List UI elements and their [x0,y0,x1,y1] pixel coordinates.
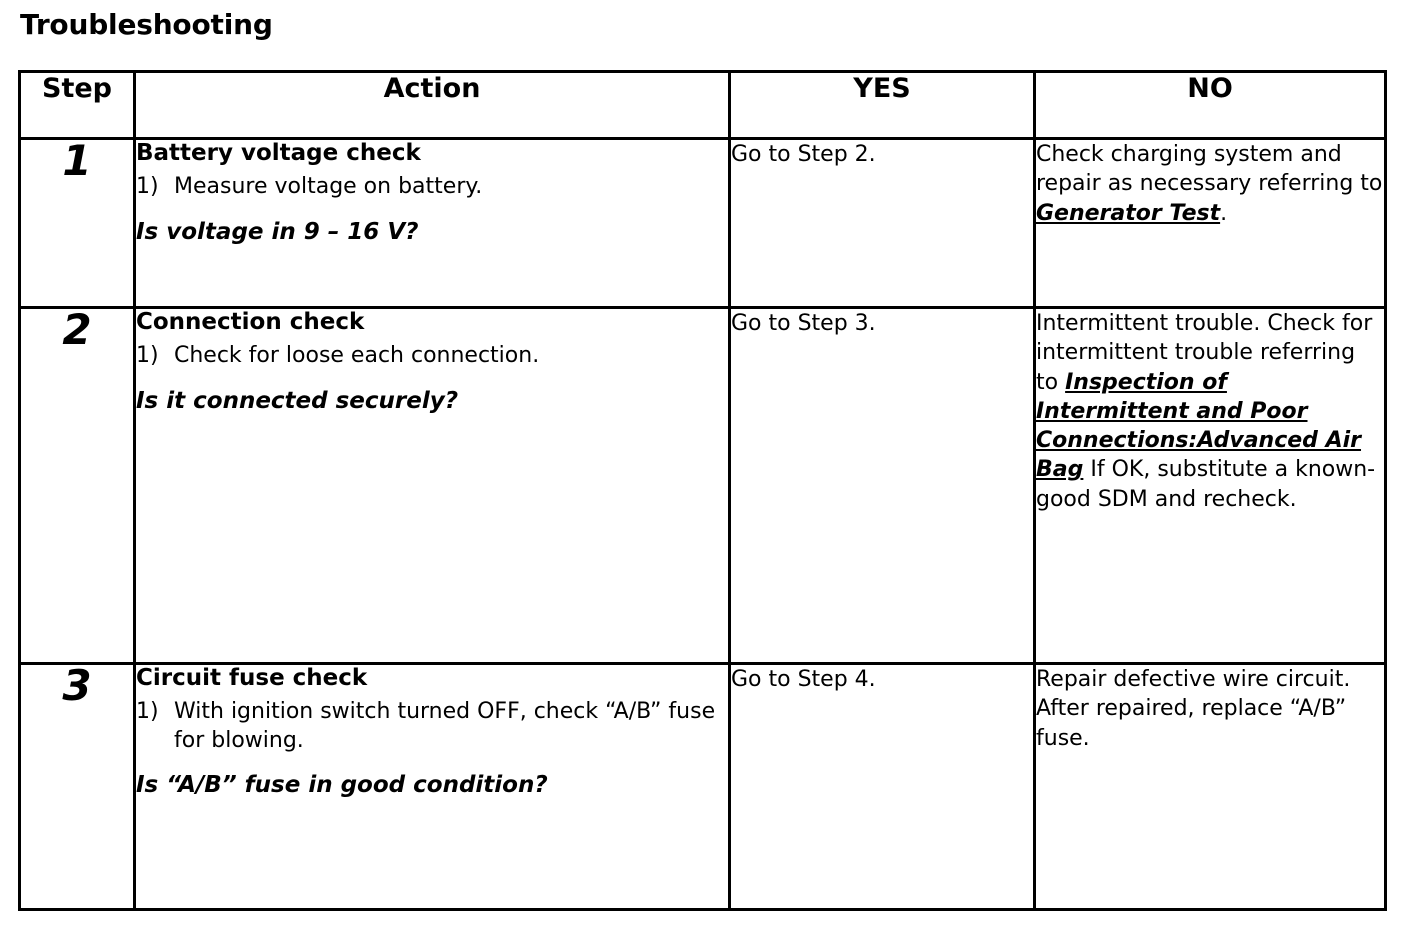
action-step-number: 1) [136,174,159,200]
reference-link[interactable]: Generator Test [1036,200,1221,226]
action-steps: 1) With ignition switch turned OFF, chec… [136,698,728,754]
action-cell: Connection check 1) Check for loose each… [133,306,731,665]
action-title: Circuit fuse check [136,665,368,691]
action-step-text: With ignition switch turned OFF, check “… [174,699,716,753]
action-step-item: 1) With ignition switch turned OFF, chec… [136,698,728,754]
reference-link[interactable]: Inspection of Intermittent and Poor Conn… [1036,369,1362,483]
troubleshooting-table: Step Action YES NO 1 Battery voltage che… [18,70,1387,911]
action-cell: Battery voltage check 1) Measure voltage… [133,137,731,309]
no-cell: Repair defective wire circuit. After rep… [1033,662,1387,911]
action-step-item: 1) Check for loose each connection. [136,342,728,370]
step-number: 1 [18,137,136,309]
column-header-step: Step [18,70,136,140]
action-question: Is voltage in 9 – 16 V? [136,218,419,245]
yes-cell: Go to Step 3. [728,306,1036,665]
action-question: Is it connected securely? [136,387,459,414]
action-title: Battery voltage check [136,140,421,166]
no-text-pre: Repair defective wire circuit. After rep… [1036,667,1351,751]
action-step-item: 1) Measure voltage on battery. [136,173,728,201]
action-question: Is “A/B” fuse in good condition? [136,771,548,798]
action-steps: 1) Measure voltage on battery. [136,173,728,201]
table-row: 2 Connection check 1) Check for loose ea… [18,306,1387,665]
no-text-pre: Intermittent trouble. Check for intermit… [1036,311,1373,395]
action-step-number: 1) [136,699,159,725]
action-cell: Circuit fuse check 1) With ignition swit… [133,662,731,911]
column-header-no: NO [1033,70,1387,140]
action-step-text: Check for loose each connection. [174,343,540,369]
no-text-post: If OK, substitute a known-good SDM and r… [1036,457,1376,512]
step-number: 2 [18,306,136,665]
no-text-post: . [1220,200,1228,226]
page-title: Troubleshooting [20,8,273,41]
action-title: Connection check [136,309,365,335]
action-step-text: Measure voltage on battery. [174,174,483,200]
column-header-yes: YES [728,70,1036,140]
table-header-row: Step Action YES NO [18,70,1387,140]
no-cell: Intermittent trouble. Check for intermit… [1033,306,1387,665]
action-steps: 1) Check for loose each connection. [136,342,728,370]
step-number: 3 [18,662,136,911]
no-text-pre: Check charging system and repair as nece… [1036,142,1383,197]
yes-cell: Go to Step 2. [728,137,1036,309]
action-step-number: 1) [136,343,159,369]
table-row: 3 Circuit fuse check 1) With ignition sw… [18,662,1387,911]
table-row: 1 Battery voltage check 1) Measure volta… [18,137,1387,309]
yes-cell: Go to Step 4. [728,662,1036,911]
no-cell: Check charging system and repair as nece… [1033,137,1387,309]
column-header-action: Action [133,70,731,140]
